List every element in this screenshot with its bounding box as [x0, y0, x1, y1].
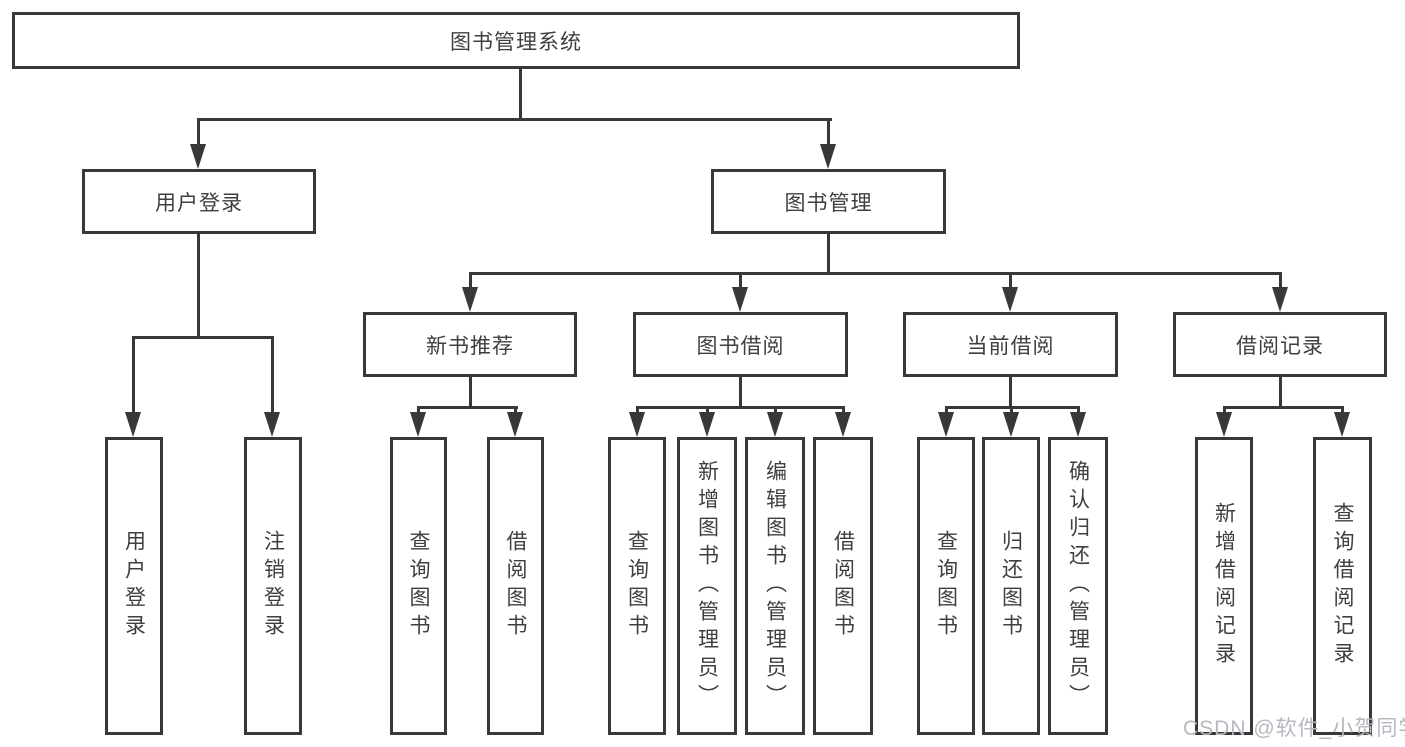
connector-line [417, 406, 518, 409]
connector-line [945, 406, 948, 415]
arrow-down-icon [125, 412, 141, 437]
leaf-user-login-label: 用户登录 [122, 530, 146, 642]
connector-line [636, 406, 845, 409]
leaf-borrow-books-borrowing-label: 借阅图书 [831, 530, 855, 642]
leaf-query-books-recommend-label: 查询图书 [407, 530, 430, 642]
connector-line [197, 234, 200, 338]
leaf-edit-book-admin: 编辑图书（管理员） [745, 437, 805, 735]
leaf-add-book-admin-label: 新增图书（管理员） [695, 460, 719, 712]
arrow-down-icon [699, 412, 715, 437]
arrow-down-icon [190, 144, 206, 169]
connector-line [469, 272, 1282, 275]
arrow-down-icon [938, 412, 954, 437]
leaf-add-book-admin: 新增图书（管理员） [677, 437, 737, 735]
connector-line [636, 406, 639, 415]
connector-line [1223, 406, 1344, 409]
leaf-borrow-books-borrowing: 借阅图书 [813, 437, 873, 735]
arrow-down-icon [732, 287, 748, 312]
connector-line [1010, 406, 1013, 415]
connector-line [1077, 406, 1080, 415]
leaf-borrow-books-recommend: 借阅图书 [487, 437, 544, 735]
leaf-query-books-borrowing: 查询图书 [608, 437, 666, 735]
node-current-borrowing: 当前借阅 [903, 312, 1118, 377]
connector-line [519, 68, 522, 120]
leaf-query-books-borrowing-label: 查询图书 [625, 530, 649, 642]
arrow-down-icon [1216, 412, 1232, 437]
connector-line [132, 336, 274, 339]
node-library-management-system: 图书管理系统 [12, 12, 1020, 69]
leaf-return-book: 归还图书 [982, 437, 1040, 735]
node-book-borrowing: 图书借阅 [633, 312, 848, 377]
connector-line [1279, 377, 1282, 409]
connector-line [1279, 272, 1282, 289]
arrow-down-icon [462, 287, 478, 312]
leaf-query-books-current-label: 查询图书 [934, 530, 958, 642]
csdn-watermark: CSDN @软件_小贺同学 [1183, 717, 1405, 740]
leaf-query-borrow-record-label: 查询借阅记录 [1331, 502, 1354, 670]
leaf-edit-book-admin-label: 编辑图书（管理员） [763, 460, 787, 712]
connector-line [514, 406, 517, 415]
connector-line [197, 118, 200, 148]
leaf-confirm-return-admin: 确认归还（管理员） [1048, 437, 1108, 735]
arrow-down-icon [410, 412, 426, 437]
leaf-query-borrow-record: 查询借阅记录 [1313, 437, 1372, 735]
arrow-down-icon [820, 144, 836, 169]
leaf-confirm-return-admin-label: 确认归还（管理员） [1066, 460, 1090, 712]
connector-line [1223, 406, 1226, 415]
arrow-down-icon [835, 412, 851, 437]
connector-line [842, 406, 845, 415]
connector-line [271, 336, 274, 415]
connector-line [827, 234, 830, 275]
connector-line [706, 406, 709, 415]
arrow-down-icon [507, 412, 523, 437]
leaf-add-borrow-record: 新增借阅记录 [1195, 437, 1253, 735]
arrow-down-icon [1334, 412, 1350, 437]
connector-line [1009, 377, 1012, 409]
leaf-user-login: 用户登录 [105, 437, 163, 735]
arrow-down-icon [1070, 412, 1086, 437]
node-new-book-recommend: 新书推荐 [363, 312, 577, 377]
node-user-login: 用户登录 [82, 169, 316, 234]
arrow-down-icon [1272, 287, 1288, 312]
connector-line [774, 406, 777, 415]
connector-line [1341, 406, 1344, 415]
connector-line [469, 272, 472, 289]
arrow-down-icon [1002, 287, 1018, 312]
leaf-logout-label: 注销登录 [261, 530, 285, 642]
connector-line [739, 272, 742, 289]
leaf-borrow-books-recommend-label: 借阅图书 [504, 530, 527, 642]
connector-line [197, 118, 832, 121]
connector-line [827, 118, 830, 148]
connector-line [469, 377, 472, 409]
arrow-down-icon [264, 412, 280, 437]
arrow-down-icon [767, 412, 783, 437]
connector-line [1009, 272, 1012, 289]
node-book-management: 图书管理 [711, 169, 946, 234]
leaf-query-books-current: 查询图书 [917, 437, 975, 735]
leaf-query-books-recommend: 查询图书 [390, 437, 447, 735]
arrow-down-icon [629, 412, 645, 437]
node-borrowing-records: 借阅记录 [1173, 312, 1387, 377]
connector-line [739, 377, 742, 409]
leaf-add-borrow-record-label: 新增借阅记录 [1212, 502, 1236, 670]
leaf-return-book-label: 归还图书 [999, 530, 1023, 642]
arrow-down-icon [1003, 412, 1019, 437]
connector-line [417, 406, 420, 415]
connector-line [132, 336, 135, 415]
leaf-logout: 注销登录 [244, 437, 302, 735]
